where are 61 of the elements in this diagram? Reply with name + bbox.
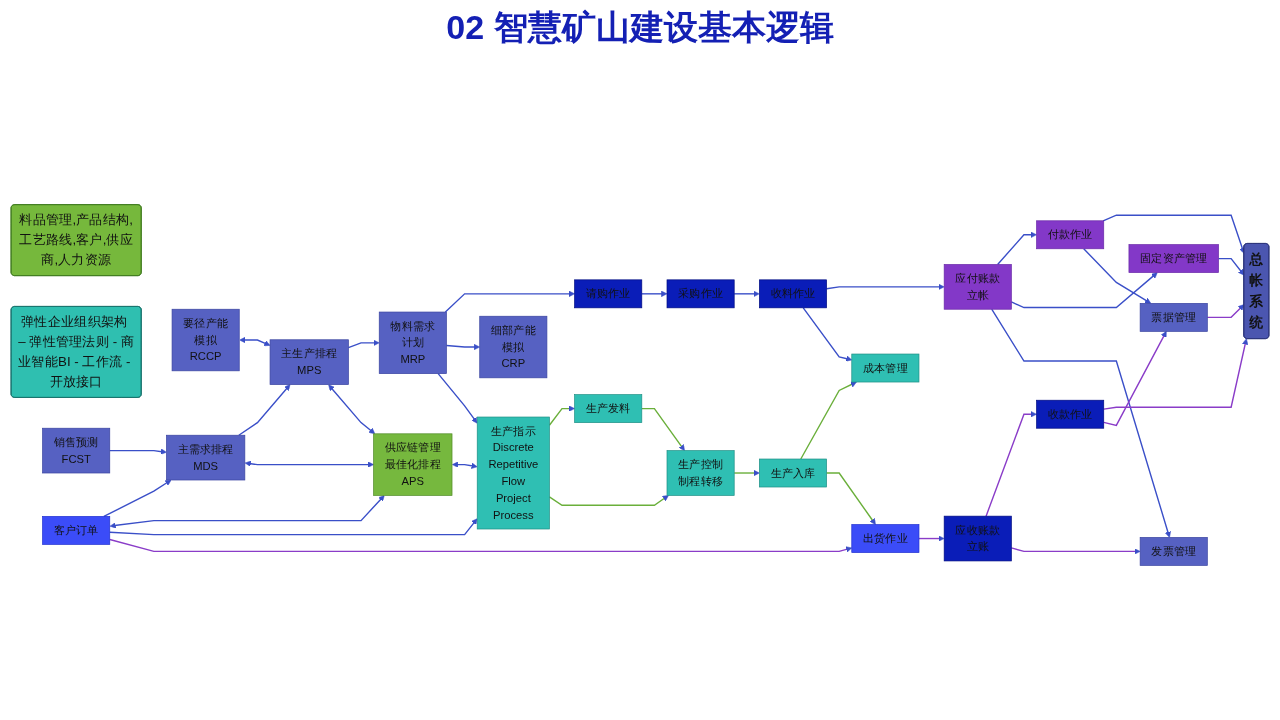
- arrow: [109, 518, 478, 536]
- arrow: [1206, 304, 1245, 319]
- diagram-title: 02 智慧矿山建设基本逻辑: [446, 7, 834, 48]
- node-box: 收料作业: [759, 279, 827, 309]
- arrow: [733, 290, 760, 297]
- arrow: [641, 407, 685, 451]
- arrow: [445, 343, 480, 351]
- node-box: 发票管理: [1139, 537, 1208, 566]
- arrow: [1103, 338, 1249, 410]
- arrow: [641, 290, 668, 297]
- arrow: [109, 538, 853, 553]
- arrow: [239, 336, 271, 347]
- arrow: [328, 384, 376, 435]
- node-box: 成本管理: [851, 353, 920, 383]
- node-box: 生产控制制程转移: [666, 450, 735, 496]
- arrow: [991, 308, 1171, 538]
- arrow: [918, 535, 945, 542]
- arrow: [996, 231, 1037, 266]
- arrow: [825, 283, 945, 290]
- node-box: 要径产能模拟 RCCP: [171, 308, 240, 372]
- arrow: [802, 307, 853, 362]
- arrow: [1010, 547, 1141, 555]
- node-box: 票据管理: [1139, 303, 1208, 332]
- arrow: [1103, 331, 1167, 427]
- node-box: 物料需求计划 MRP: [378, 311, 447, 374]
- node-box: 销售预测 FCST: [42, 427, 111, 474]
- arrow: [109, 448, 167, 455]
- arrow: [1217, 257, 1245, 276]
- arrow: [548, 495, 669, 506]
- node-box: 客户订单: [42, 516, 111, 545]
- node-box: 收款作业: [1036, 399, 1105, 429]
- node-box: 应付账款立帐: [943, 264, 1012, 310]
- arrow: [244, 460, 374, 468]
- node-box: 主生产排程 MPS: [269, 339, 349, 385]
- arrow: [1010, 272, 1158, 309]
- arrow: [733, 469, 760, 477]
- arrow: [825, 472, 876, 525]
- node-box: 出货作业: [851, 524, 920, 553]
- node-box: 生产指示 Discrete Repetitive Flow Project Process: [476, 416, 550, 530]
- arrow: [444, 290, 575, 313]
- arrow: [800, 381, 857, 460]
- node-box: 供应链管理最佳化排程 APS: [373, 433, 453, 496]
- node-box: 细部产能模拟 CRP: [479, 315, 548, 379]
- node-box: 生产发料: [574, 394, 643, 423]
- arrow: [437, 372, 478, 424]
- node-box: 固定资产管理: [1128, 244, 1219, 273]
- node-box: 应收账款立账: [943, 515, 1012, 562]
- arrow: [1083, 248, 1152, 304]
- arrow: [985, 411, 1037, 517]
- node-box: 主需求排程 MDS: [166, 434, 246, 481]
- node-box: 付款作业: [1036, 220, 1105, 250]
- arrow: [109, 495, 385, 529]
- arrow: [238, 384, 291, 436]
- node-box: 请购作业: [574, 279, 643, 309]
- arrow: [548, 405, 575, 426]
- arrow: [452, 461, 478, 469]
- arrow: [103, 479, 172, 518]
- arrow: [347, 339, 380, 349]
- node-box: 采购作业: [666, 279, 735, 309]
- arrow: [1102, 214, 1246, 254]
- node-box: 生产入库: [759, 458, 827, 488]
